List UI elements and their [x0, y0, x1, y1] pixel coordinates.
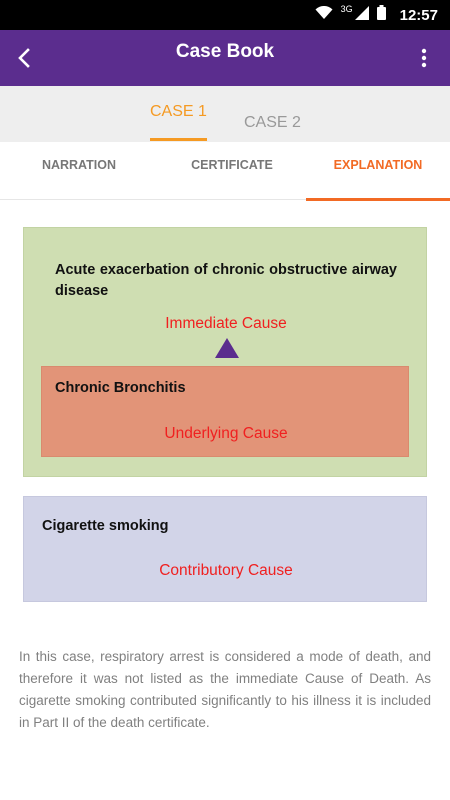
- up-arrow-icon: [215, 338, 239, 358]
- status-bar: 3G 12:57: [0, 0, 450, 30]
- immediate-cause-text: Acute exacerbation of chronic obstructiv…: [55, 262, 397, 299]
- explanation-paragraph: In this case, respiratory arrest is cons…: [19, 649, 431, 730]
- wifi-icon: [315, 5, 333, 25]
- tab-certificate[interactable]: CERTIFICATE: [191, 158, 273, 172]
- contributory-cause-label: Contributory Cause: [159, 562, 293, 579]
- tab-case-1[interactable]: CASE 1: [150, 103, 207, 120]
- status-icons: 3G 12:57: [315, 0, 450, 30]
- more-vertical-icon: [421, 48, 427, 68]
- section-tab-indicator: [306, 198, 450, 201]
- case-tab-indicator: [150, 138, 207, 141]
- case-tabs: CASE 1 CASE 2: [0, 86, 450, 142]
- back-arrow-icon: [18, 48, 30, 68]
- tab-explanation[interactable]: EXPLANATION: [333, 158, 423, 172]
- app-bar: Case Book: [0, 30, 450, 86]
- cellular-signal-icon: [354, 5, 369, 25]
- overflow-menu-button[interactable]: [404, 38, 444, 78]
- underlying-cause-box: Chronic Bronchitis Underlying Cause: [41, 366, 409, 457]
- status-time: 12:57: [399, 6, 438, 24]
- underlying-cause-text: Chronic Bronchitis: [55, 380, 186, 396]
- app-title: Case Book: [175, 41, 275, 62]
- tab-narration[interactable]: NARRATION: [41, 158, 117, 172]
- section-tabs: NARRATION CERTIFICATE EXPLANATION: [0, 142, 450, 201]
- tab-case-2[interactable]: CASE 2: [244, 114, 301, 131]
- underlying-cause-label: Underlying Cause: [164, 425, 288, 442]
- contributory-cause-box: Cigarette smoking Contributory Cause: [23, 496, 427, 602]
- network-type-label: 3G: [340, 4, 353, 14]
- battery-icon: [376, 5, 386, 25]
- back-button[interactable]: [4, 38, 44, 78]
- immediate-cause-label: Immediate Cause: [165, 315, 287, 332]
- contributory-cause-text: Cigarette smoking: [42, 518, 169, 534]
